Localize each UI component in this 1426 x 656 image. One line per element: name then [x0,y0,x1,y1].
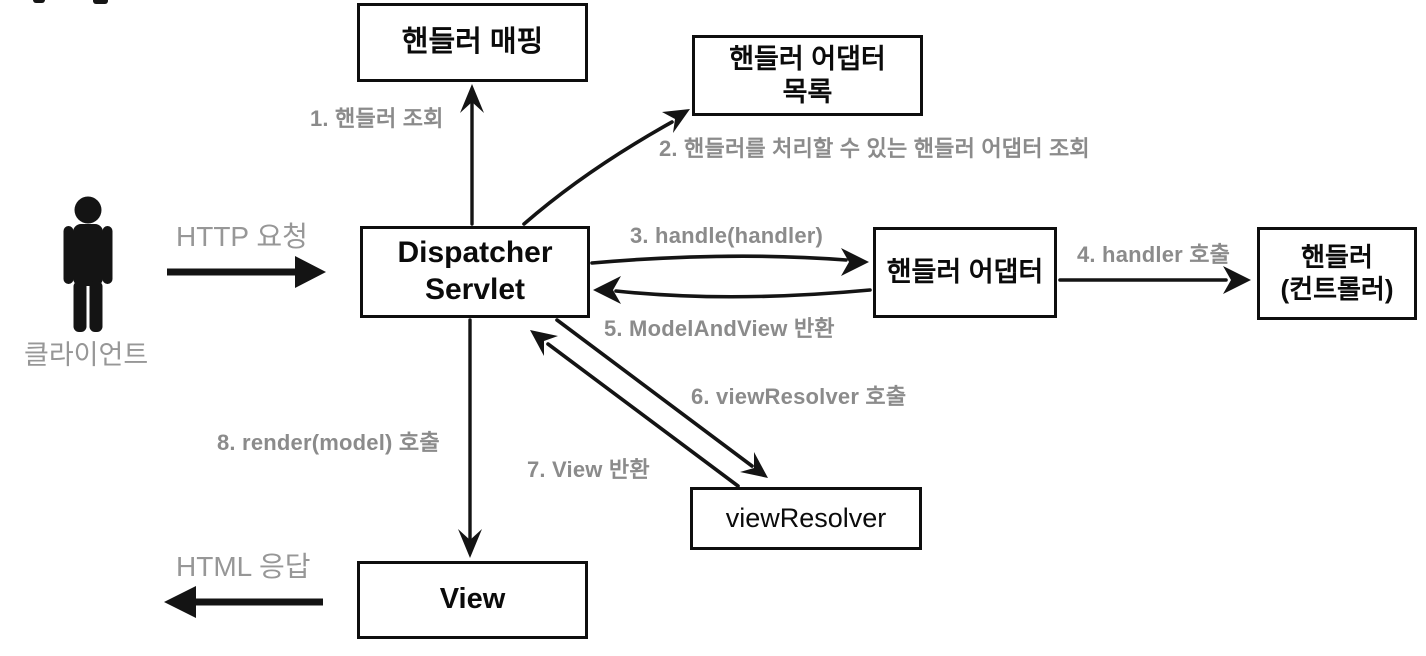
step1-label: 1. 핸들러 조회 [310,106,444,131]
http-request-arrow [167,256,326,288]
step1-arrow [460,84,484,226]
handler-mapping-box: 핸들러 매핑 [357,3,588,82]
handler-controller-box: 핸들러 (컨트롤러) [1257,227,1417,320]
view-box: View [357,561,588,639]
html-response-arrow [164,586,323,618]
client-label: 클라이언트 [24,340,149,370]
dispatcher-servlet-box: Dispatcher Servlet [360,226,590,318]
http-request-label: HTTP 요청 [176,221,308,252]
step4-arrow [1058,266,1251,294]
step5-arrow [593,276,872,304]
step3-arrow [590,248,869,276]
handler-adapter-list-box: 핸들러 어댑터 목록 [692,35,923,116]
client-person-icon [63,196,113,332]
step7-label: 7. View 반환 [527,457,650,482]
step5-label: 5. ModelAndView 반환 [604,316,835,341]
step4-label: 4. handler 호출 [1077,242,1231,267]
step3-label: 3. handle(handler) [630,223,824,248]
html-response-label: HTML 응답 [176,551,311,582]
cropped-artifact [93,0,108,4]
handler-adapter-box: 핸들러 어댑터 [873,227,1057,318]
step8-arrow [458,318,482,558]
cropped-artifact [33,0,45,3]
step2-label: 2. 핸들러를 처리할 수 있는 핸들러 어댑터 조회 [659,136,1090,161]
step6-label: 6. viewResolver 호출 [691,384,907,409]
step2-arrow [522,109,690,226]
view-resolver-box: viewResolver [690,487,922,550]
step8-label: 8. render(model) 호출 [217,430,440,455]
